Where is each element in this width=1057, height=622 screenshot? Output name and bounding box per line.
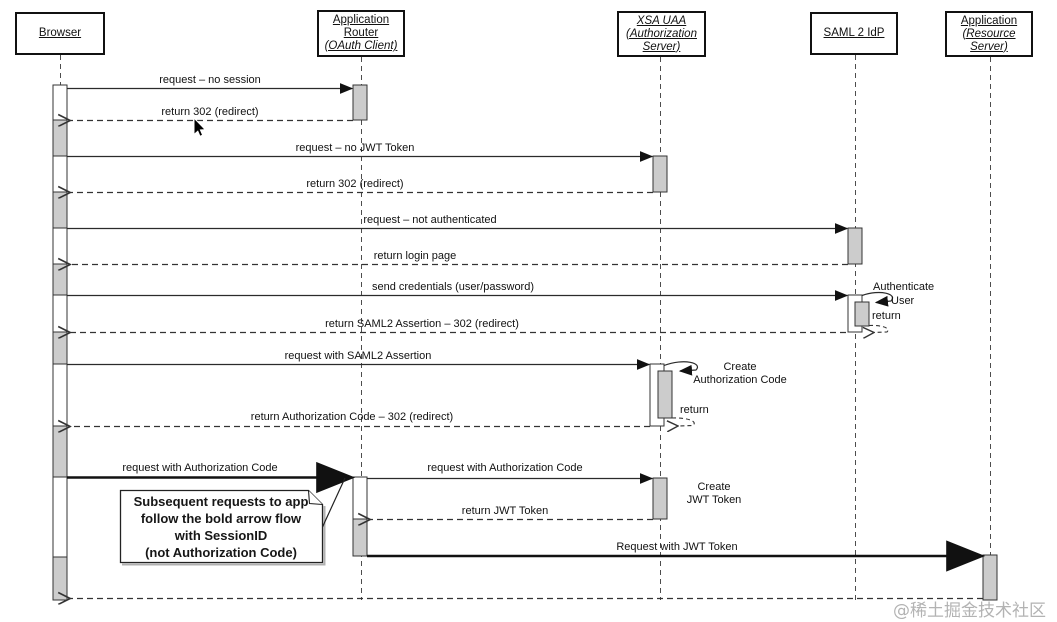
message-label-return-saml2-assertion: return SAML2 Assertion – 302 (redirect) bbox=[325, 318, 519, 330]
actor-uaa-label-1: XSA UAA bbox=[636, 14, 687, 27]
actor-router-label-1: Application bbox=[332, 14, 390, 26]
create-jwt-line2: JWT Token bbox=[686, 494, 742, 506]
actor-browser: Browser bbox=[15, 12, 105, 55]
message-label-request-not-authenticated: request – not authenticated bbox=[363, 214, 497, 226]
message-label-request-saml2-assertion: request with SAML2 Assertion bbox=[284, 350, 432, 362]
activation-router bbox=[352, 84, 368, 557]
note-line-1: Subsequent requests to app bbox=[133, 493, 309, 509]
create-auth-code-line1: Create bbox=[723, 361, 757, 373]
actor-browser-label: Browser bbox=[38, 27, 82, 39]
actor-saml-idp: SAML 2 IdP bbox=[810, 12, 898, 55]
bold-request-arrows bbox=[67, 461, 986, 572]
actor-app-label-3: Server) bbox=[970, 40, 1008, 53]
actor-uaa-label-3: Server) bbox=[642, 40, 681, 53]
actor-uaa-label-2: (Authorization bbox=[626, 27, 697, 40]
activation-app bbox=[982, 554, 998, 601]
actor-app-label-1: Application bbox=[960, 14, 1018, 27]
activation-uaa bbox=[649, 155, 673, 520]
self-call-create-auth-code bbox=[663, 361, 699, 426]
actor-application: Application (Resource Server) bbox=[945, 11, 1033, 57]
actor-router-label-3: (OAuth Client) bbox=[324, 40, 398, 52]
activation-bars bbox=[52, 84, 998, 601]
message-label-request-auth-code-inner: request with Authorization Code bbox=[427, 462, 583, 474]
message-label-return-302-uaa: return 302 (redirect) bbox=[306, 178, 404, 190]
self-call-label-create-auth-code: Create Authorization Code bbox=[693, 361, 787, 387]
self-call-label-authenticate: Authenticate bbox=[873, 281, 935, 293]
actor-saml-label: SAML 2 IdP bbox=[823, 27, 885, 39]
note-pointer-line bbox=[321, 477, 346, 528]
note-fold-icon bbox=[307, 490, 323, 506]
self-call-label-user: User bbox=[891, 295, 915, 307]
note-line-3: with SessionID bbox=[174, 527, 268, 543]
create-jwt-line1: Create bbox=[697, 481, 731, 493]
mouse-cursor-icon bbox=[193, 116, 207, 137]
message-label-request-jwt-bold: Request with JWT Token bbox=[616, 541, 738, 553]
self-call-label-create-jwt: Create JWT Token bbox=[687, 481, 742, 507]
self-call-label-auth-return: return bbox=[872, 310, 901, 322]
message-label-request-no-session: request – no session bbox=[159, 74, 261, 86]
actor-app-label-2: (Resource bbox=[962, 27, 1016, 40]
create-auth-code-line2: Authorization Code bbox=[693, 374, 787, 386]
message-label-return-login-page: return login page bbox=[373, 250, 457, 262]
message-label-return-auth-code: return Authorization Code – 302 (redirec… bbox=[250, 411, 454, 423]
return-arrows bbox=[69, 121, 983, 599]
message-label-send-credentials: send credentials (user/password) bbox=[371, 281, 535, 293]
actor-xsa-uaa: XSA UAA (Authorization Server) bbox=[617, 11, 706, 57]
note-line-4: (not Authorization Code) bbox=[145, 544, 297, 560]
actor-application-router: Application Router (OAuth Client) bbox=[317, 10, 405, 57]
self-call-authenticate bbox=[861, 291, 894, 332]
request-arrows bbox=[67, 83, 849, 484]
activation-browser bbox=[52, 84, 68, 601]
note-shape bbox=[119, 477, 346, 566]
activation-saml bbox=[847, 227, 870, 333]
message-label-return-302-router: return 302 (redirect) bbox=[161, 106, 259, 118]
note: Subsequent requests to app follow the bo… bbox=[121, 491, 321, 562]
actor-router-label-2: Router bbox=[343, 27, 379, 39]
self-call-label-uaa-return: return bbox=[680, 404, 709, 416]
message-label-request-no-jwt: request – no JWT Token bbox=[295, 142, 415, 154]
message-label-request-auth-code-bold: request with Authorization Code bbox=[122, 462, 278, 474]
watermark: @稀土掘金技术社区 bbox=[893, 601, 1046, 621]
message-label-return-jwt: return JWT Token bbox=[461, 505, 549, 517]
note-line-2: follow the bold arrow flow bbox=[140, 510, 302, 526]
